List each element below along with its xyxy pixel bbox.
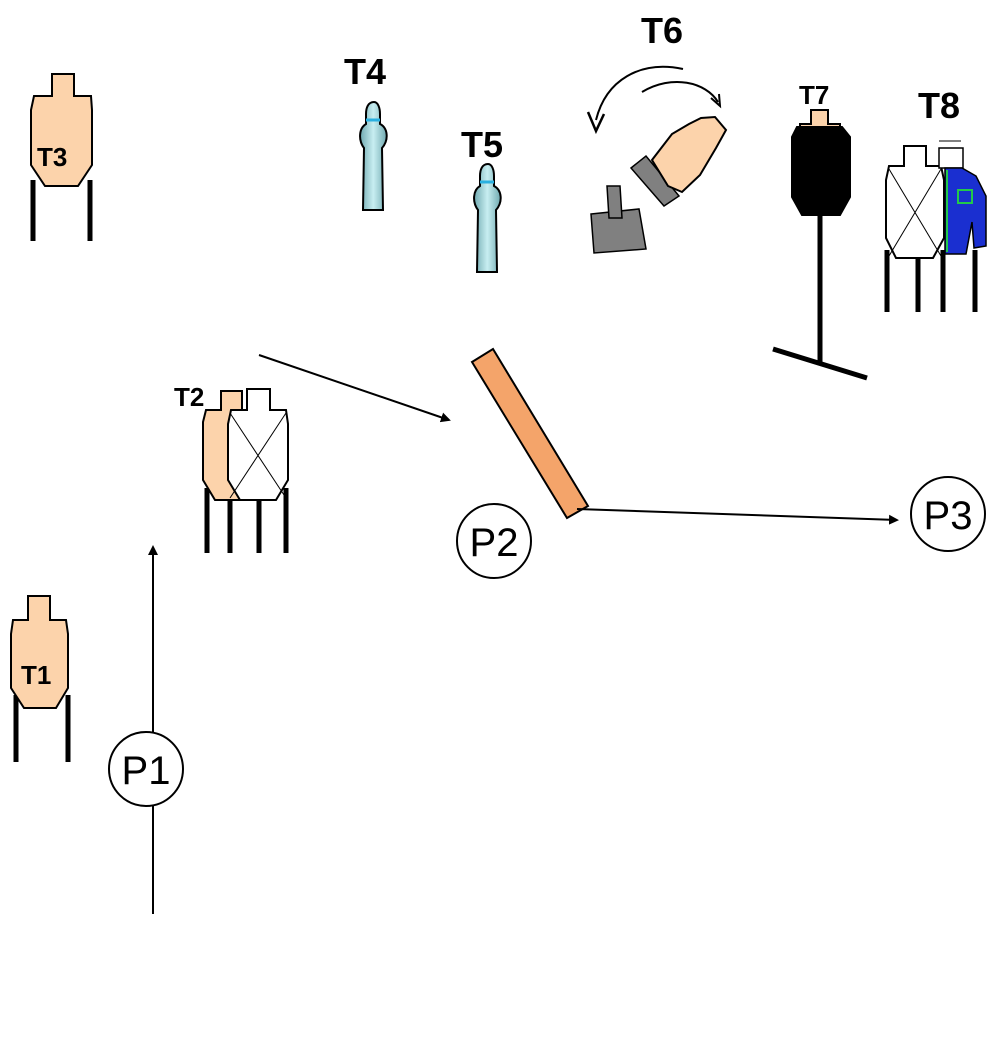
mannequin-icon — [473, 162, 502, 273]
silhouette-target-icon — [10, 595, 69, 709]
movement-arrow-p2-p3 — [576, 508, 899, 525]
black-vest-icon — [791, 126, 851, 216]
target-t6: T6 — [586, 10, 728, 254]
target-label-t5: T5 — [461, 124, 503, 165]
target-label-t3: T3 — [37, 142, 67, 172]
blue-shirt-icon — [944, 167, 987, 255]
position-p1: P1 — [108, 731, 184, 807]
no-shoot-target-icon — [227, 388, 289, 501]
rotate-arrow-icon — [595, 65, 684, 121]
no-shoot-target-icon — [885, 145, 945, 259]
position-circle — [910, 476, 986, 552]
shirt-collar — [938, 147, 964, 169]
rotate-arrowhead — [710, 93, 722, 109]
position-label-p3: P3 — [924, 494, 973, 538]
mannequin-icon — [359, 100, 388, 211]
no-shoot-mark — [888, 168, 942, 257]
target-label-t2: T2 — [174, 382, 204, 412]
target-t5: T5 — [461, 124, 503, 273]
target-t3: T3 — [30, 73, 93, 241]
silhouette-target-icon — [650, 115, 728, 194]
target-t4: T4 — [344, 51, 388, 211]
target-t2: T2 — [174, 382, 289, 553]
target-label-t8: T8 — [918, 85, 960, 126]
silhouette-target-icon — [30, 73, 93, 187]
position-circle — [108, 731, 184, 807]
shirt-patch — [957, 189, 973, 204]
turner-base-icon — [590, 208, 647, 254]
barricade — [470, 347, 590, 520]
target-t8: T8 — [884, 85, 987, 312]
target-label-t7: T7 — [799, 80, 829, 110]
movement-arrow-t2-barricade — [258, 354, 451, 423]
rotate-arrowhead — [586, 111, 606, 135]
no-shoot-mark — [229, 412, 287, 499]
target-label-t4: T4 — [344, 51, 386, 92]
target-label-t6: T6 — [641, 10, 683, 51]
target-t1: T1 — [10, 595, 71, 762]
position-circle — [456, 503, 532, 579]
position-p3: P3 — [910, 476, 986, 552]
position-label-p2: P2 — [470, 521, 519, 565]
position-p2: P2 — [456, 503, 532, 579]
turner-stem — [606, 185, 623, 219]
turner-arm — [629, 154, 681, 207]
position-label-p1: P1 — [122, 749, 171, 793]
rotate-arrow-icon — [641, 80, 719, 103]
target-label-t1: T1 — [21, 660, 51, 690]
stand-base — [772, 346, 868, 381]
target-t7: T7 — [772, 80, 868, 381]
